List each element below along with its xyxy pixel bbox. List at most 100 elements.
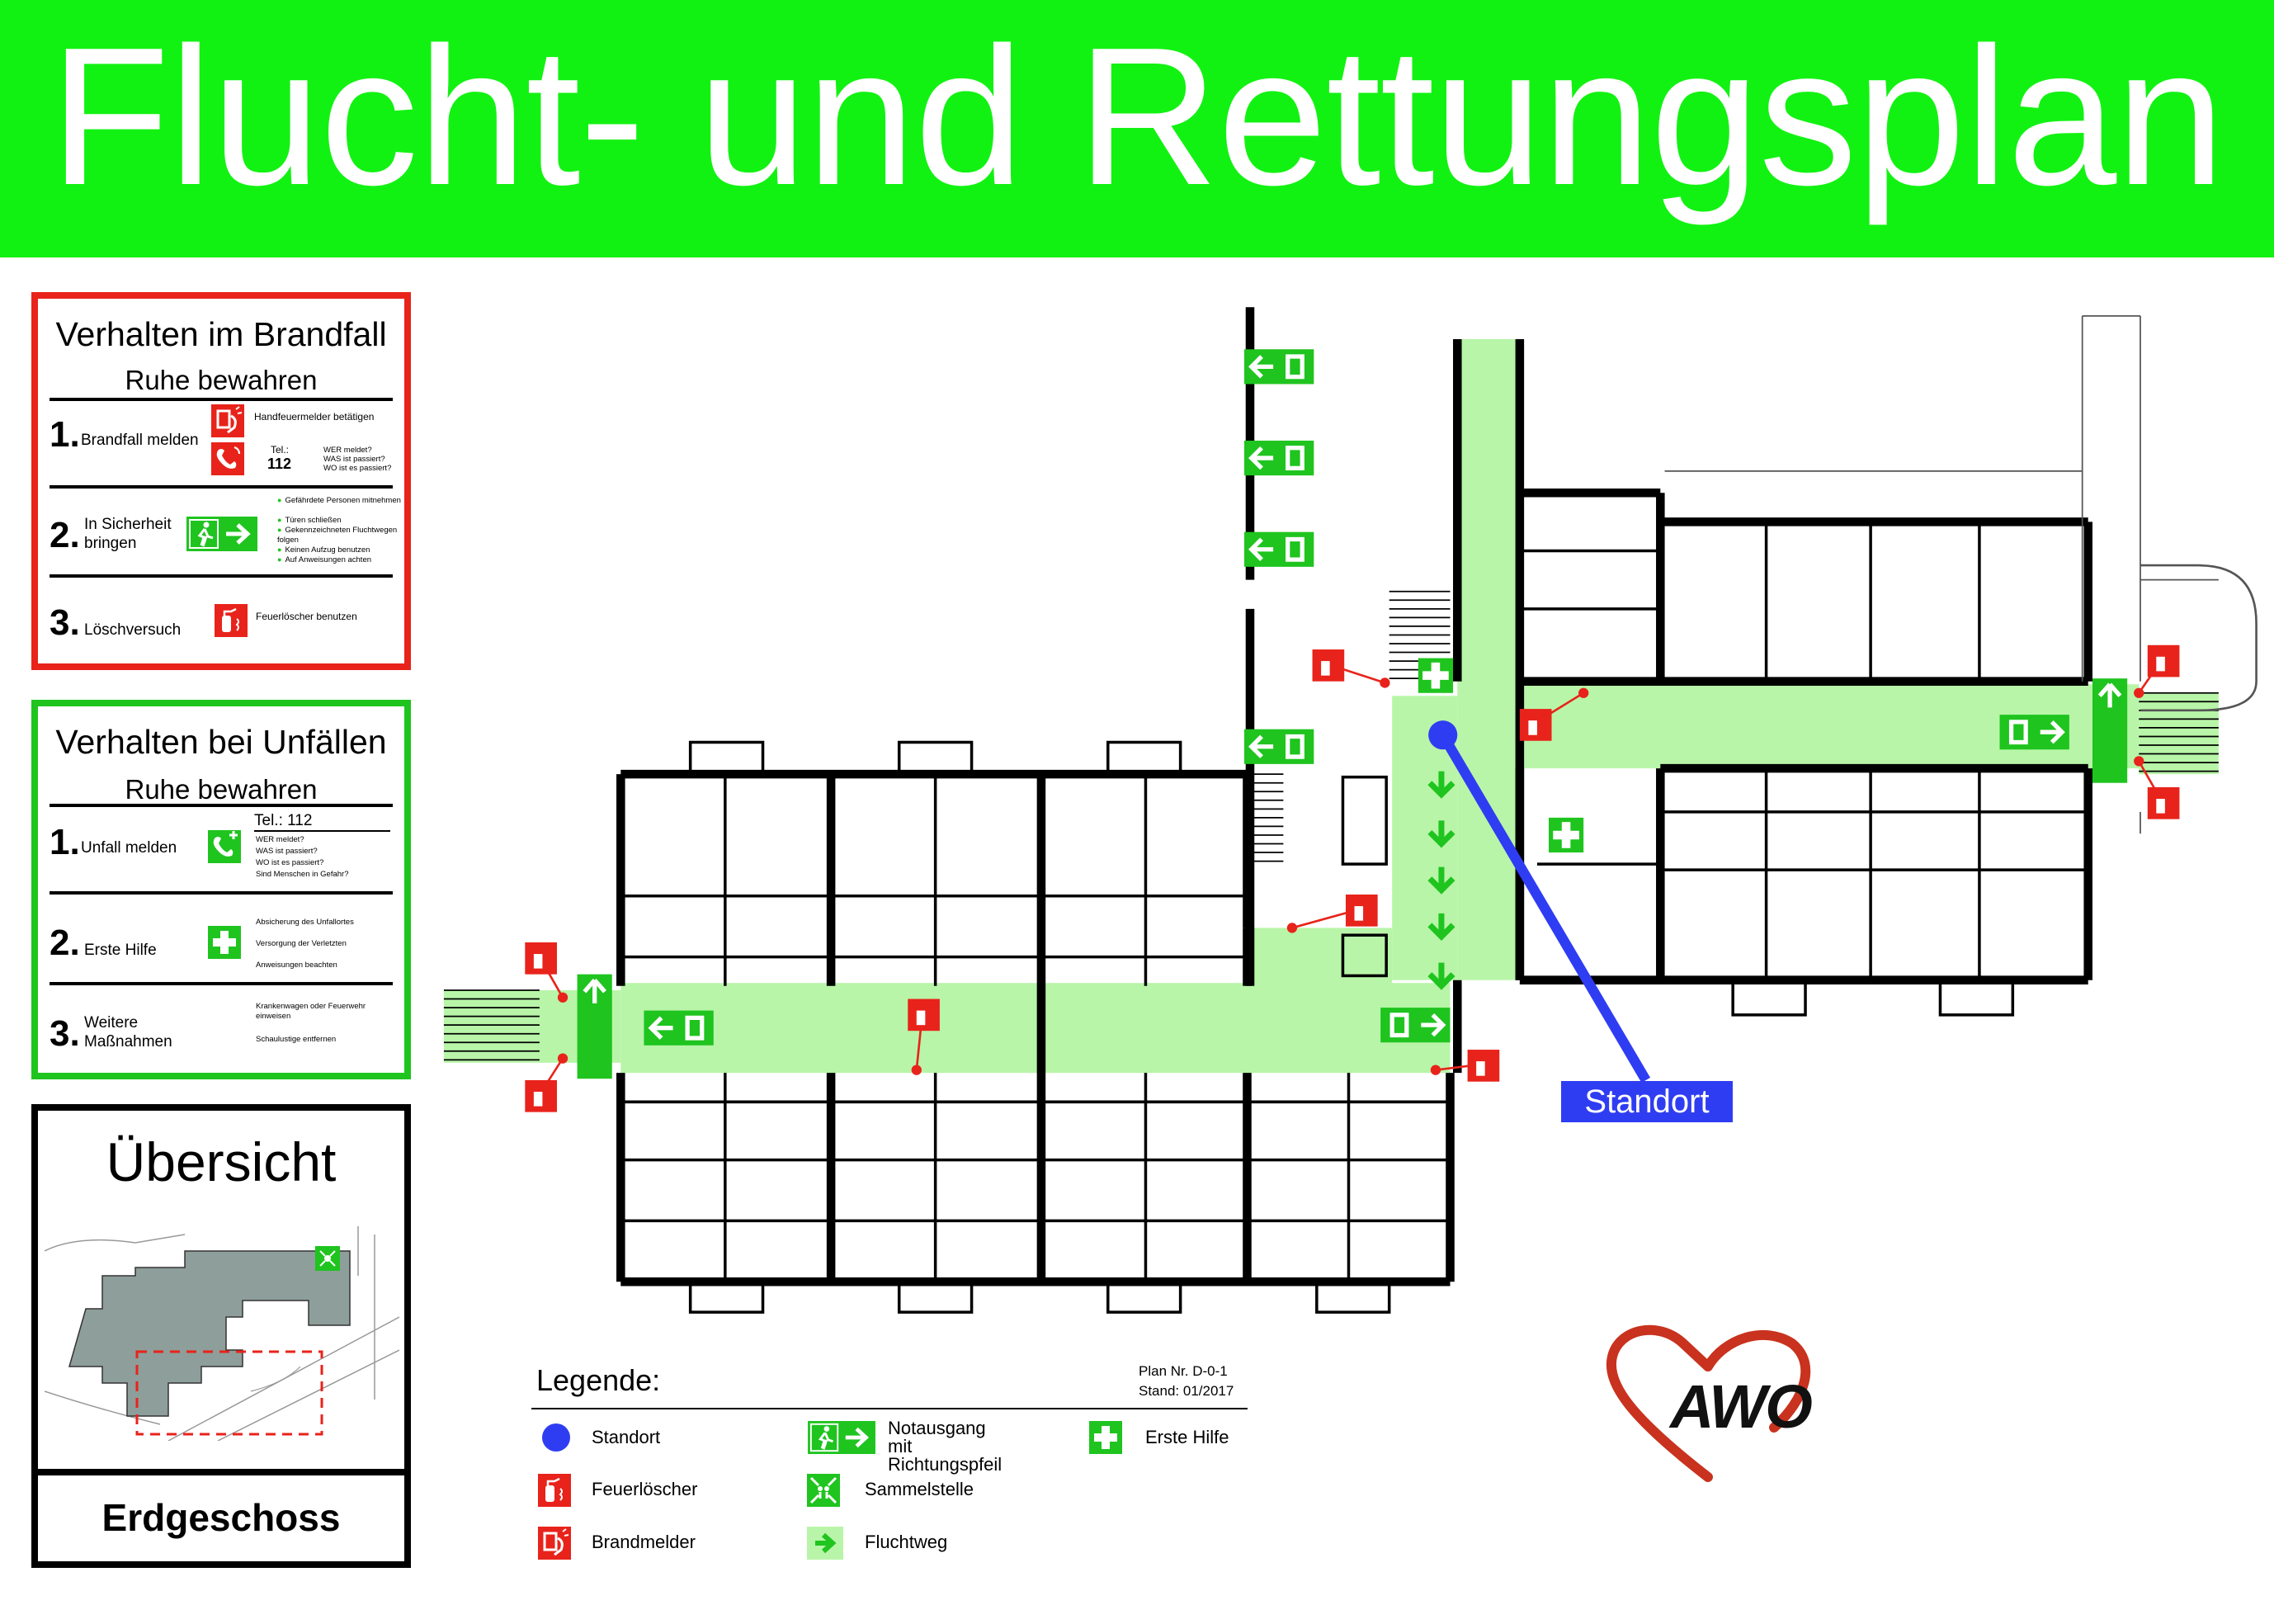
- fire-panel-heading: Verhalten im Brandfall: [55, 315, 387, 353]
- safety-point-2: Türen schließen: [277, 515, 342, 526]
- marker-dot: [911, 1065, 922, 1075]
- elevator: [1341, 933, 1388, 978]
- logo-text: AWO: [1670, 1372, 1813, 1441]
- plan-number: Plan Nr. D-0-1: [1139, 1363, 1228, 1379]
- safety-point-5: Auf Anweisungen achten: [277, 555, 371, 565]
- step-label: Weitere Maßnahmen: [84, 1014, 172, 1050]
- fire-extinguisher-icon-glyph: [533, 1092, 543, 1107]
- standort-pointer: [1438, 732, 1651, 1083]
- fire-alarm-icon-glyph: [1354, 906, 1364, 921]
- marker-dot: [1380, 677, 1390, 688]
- marker-dot: [2134, 756, 2144, 767]
- plan-date: Stand: 01/2017: [1139, 1383, 1234, 1399]
- accident-panel-calm: Ruhe bewahren: [125, 774, 318, 805]
- overview-heading: Übersicht: [106, 1131, 337, 1192]
- first-aid-icon: [1089, 1421, 1122, 1458]
- fire-extinguisher-icon: [215, 604, 248, 641]
- fire-behavior-panel: Verhalten im Brandfall Ruhe bewahren 1. …: [31, 292, 411, 670]
- balcony: [688, 1280, 765, 1314]
- accident-panel-heading: Verhalten bei Unfällen: [55, 723, 387, 761]
- assembly-point-icon: [807, 1474, 840, 1511]
- legend-label: Brandmelder: [592, 1532, 696, 1552]
- emergency-exit-sign-icon: [1243, 440, 1314, 476]
- emergency-exit-arrow-icon: [186, 517, 257, 555]
- first-aid-cross: [1422, 662, 1449, 689]
- first-aid-cross: [1553, 822, 1579, 848]
- escape-route-corridor: [1457, 338, 1520, 980]
- divider: [531, 1408, 1248, 1409]
- marker-dot: [1286, 923, 1298, 933]
- fire-alarm-icon-glyph: [533, 954, 543, 969]
- tel-label: Tel.:: [271, 444, 290, 456]
- emergency-number: 112: [267, 456, 292, 472]
- step-label: Brandfall melden: [81, 432, 199, 449]
- step-number: 2.: [50, 923, 80, 963]
- marker-dot: [1430, 1065, 1441, 1075]
- fire-alarm-icon: [538, 1527, 571, 1564]
- balcony: [1106, 740, 1182, 776]
- floor-label: Erdgeschoss: [101, 1496, 341, 1539]
- standort-dot-icon: [1428, 720, 1458, 750]
- legend-label: Notausgang mit Richtungspfeil: [888, 1418, 1003, 1475]
- legend-label: Fluchtweg: [865, 1532, 948, 1552]
- fire-extinguisher-icon-glyph: [916, 1010, 926, 1026]
- escape-route-arrow-icon: [1427, 866, 1455, 895]
- step-number: 3.: [50, 1013, 80, 1054]
- arrow-up-icon: [2097, 682, 2122, 708]
- escape-route-arrow-icon: [1427, 962, 1455, 990]
- divider: [50, 804, 393, 807]
- balcony: [1731, 978, 1807, 1017]
- marker-dot: [557, 1053, 568, 1064]
- balcony: [1315, 1280, 1391, 1314]
- legend-label: Erste Hilfe: [1145, 1427, 1229, 1447]
- title-banner: Flucht- und Rettungsplan: [0, 0, 2274, 257]
- balcony: [1106, 1280, 1182, 1314]
- step-number: 1.: [50, 822, 80, 862]
- first-aid-point-1: Absicherung des Unfallortes: [256, 918, 354, 927]
- divider: [50, 398, 393, 401]
- overview-map: [45, 1226, 399, 1441]
- floor-panel: Erdgeschoss: [31, 1475, 411, 1568]
- escape-route-arrow-icon: [1427, 820, 1455, 848]
- emergency-exit-sign-icon: [1380, 1008, 1451, 1043]
- fire-alarm-icon-glyph: [1321, 661, 1330, 676]
- escape-route-corridor: [2139, 692, 2219, 775]
- first-aid-point-3: Anweisungen beachten: [256, 961, 337, 970]
- marker-dot: [557, 992, 568, 1003]
- question-3: WO ist es passiert?: [256, 858, 324, 867]
- question-1: WER meldet?: [323, 446, 372, 455]
- marker-dot: [2134, 687, 2144, 698]
- fire-alarm-icon: [211, 404, 244, 441]
- fire-phone-icon: [211, 442, 244, 479]
- fire-panel-calm: Ruhe bewahren: [125, 365, 318, 395]
- legend-label: Standort: [592, 1427, 661, 1447]
- plan-title: Flucht- und Rettungsplan: [50, 7, 2224, 226]
- step-label: Löschversuch: [84, 621, 182, 639]
- legend-label: Feuerlöscher: [592, 1479, 698, 1499]
- arrow-up-icon: [583, 978, 606, 1003]
- balcony: [688, 740, 765, 776]
- balcony: [1938, 978, 2015, 1017]
- safety-point-1: Gefährdete Personen mitnehmen: [277, 495, 401, 506]
- balcony: [897, 740, 974, 776]
- step-detail: Feuerlöscher benutzen: [256, 611, 357, 622]
- ramp-outline: [2140, 564, 2257, 712]
- question-3: WO ist es passiert?: [323, 464, 392, 473]
- step-label: Unfall melden: [81, 839, 177, 857]
- awo-heart-logo: [1606, 1324, 1811, 1482]
- measure-point-1: Krankenwagen oder Feuerwehr einweisen: [256, 1002, 366, 1021]
- plan-meta: Plan Nr. D-0-1 Stand: 01/2017: [1139, 1362, 1234, 1401]
- emergency-exit-sign-icon: [1243, 349, 1314, 385]
- first-aid-point-2: Versorgung der Verletzten: [256, 939, 347, 948]
- legend-heading: Legende:: [536, 1363, 661, 1397]
- emergency-exit-sign-icon: [1999, 715, 2069, 750]
- escape-route-arrow-icon: [1427, 771, 1455, 799]
- fire-extinguisher-icon: [538, 1474, 571, 1511]
- question-2: WAS ist passiert?: [323, 455, 385, 464]
- first-aid-icon: [208, 926, 241, 963]
- standort-label: Standort: [1561, 1081, 1733, 1122]
- step-number: 1.: [50, 414, 80, 455]
- question-4: Sind Menschen in Gefahr?: [256, 870, 349, 879]
- emergency-exit-sign-icon: [644, 1010, 714, 1046]
- step-detail: Handfeuermelder betätigen: [254, 411, 375, 423]
